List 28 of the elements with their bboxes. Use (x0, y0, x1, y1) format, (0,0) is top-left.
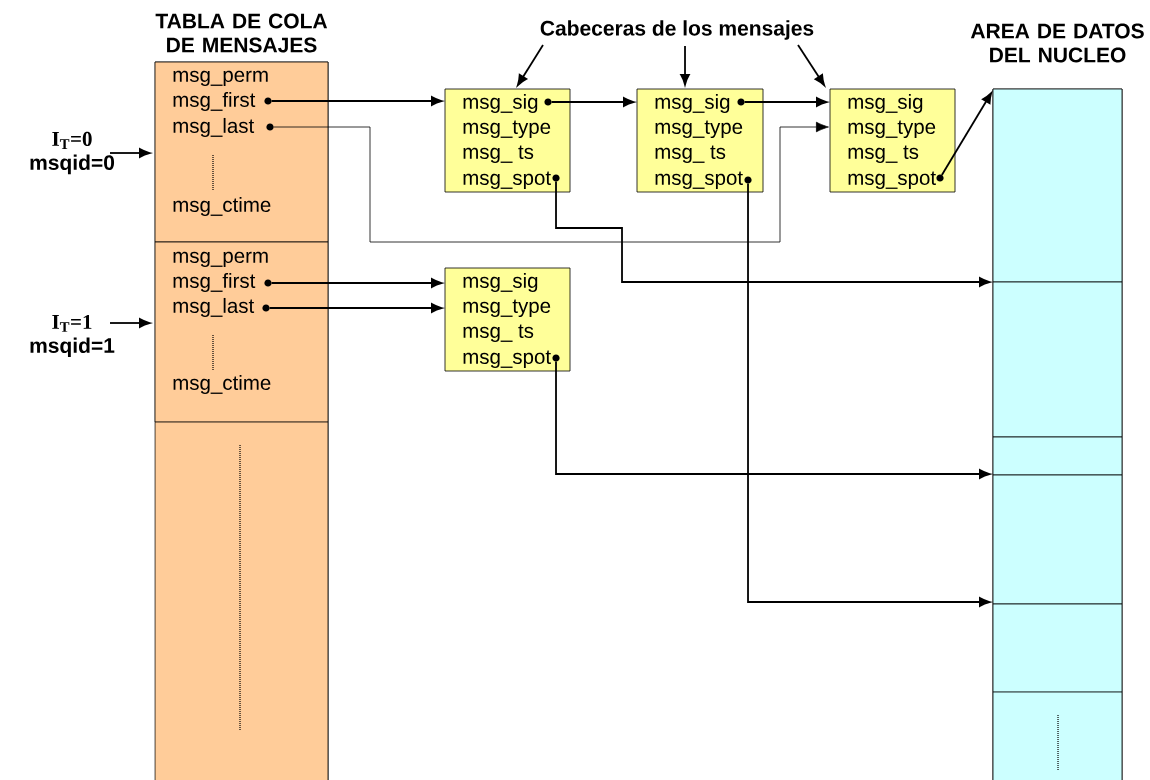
arrow (550, 97, 635, 107)
message-header-box: msg_sig msg_type msg_ ts msg_spot (444, 88, 571, 193)
message-header-box: msg_sig msg_type msg_ ts msg_spot (444, 267, 571, 372)
data-block (992, 88, 1123, 283)
arrow (273, 121, 829, 243)
arrow (555, 360, 991, 479)
arrow (270, 278, 443, 288)
message-header-box: msg_sig msg_type msg_ ts msg_spot (829, 88, 956, 193)
message-header-box: msg_sig msg_type msg_ ts msg_spot (636, 88, 764, 193)
data-block (992, 436, 1123, 476)
arrow (747, 182, 991, 607)
arrow (555, 180, 991, 287)
arrow (109, 318, 151, 328)
table-entry: msg_perm msg_first msg_last msg_ctime (154, 241, 329, 423)
arrow (797, 44, 825, 86)
heading-label: Cabeceras de los mensajes (540, 20, 814, 40)
arrow (109, 148, 151, 158)
arrow (268, 303, 443, 313)
data-block (992, 691, 1123, 780)
arrow (270, 96, 443, 106)
arrow (517, 44, 544, 86)
arrow (743, 97, 828, 107)
data-block (992, 603, 1123, 693)
arrow (680, 45, 690, 86)
arrow (940, 92, 993, 176)
index-label: I$_{T}$=0 msqid=0 (30, 131, 115, 175)
index-label: I$_{T}$=1 msqid=1 (30, 314, 115, 358)
table-entry (154, 421, 329, 780)
